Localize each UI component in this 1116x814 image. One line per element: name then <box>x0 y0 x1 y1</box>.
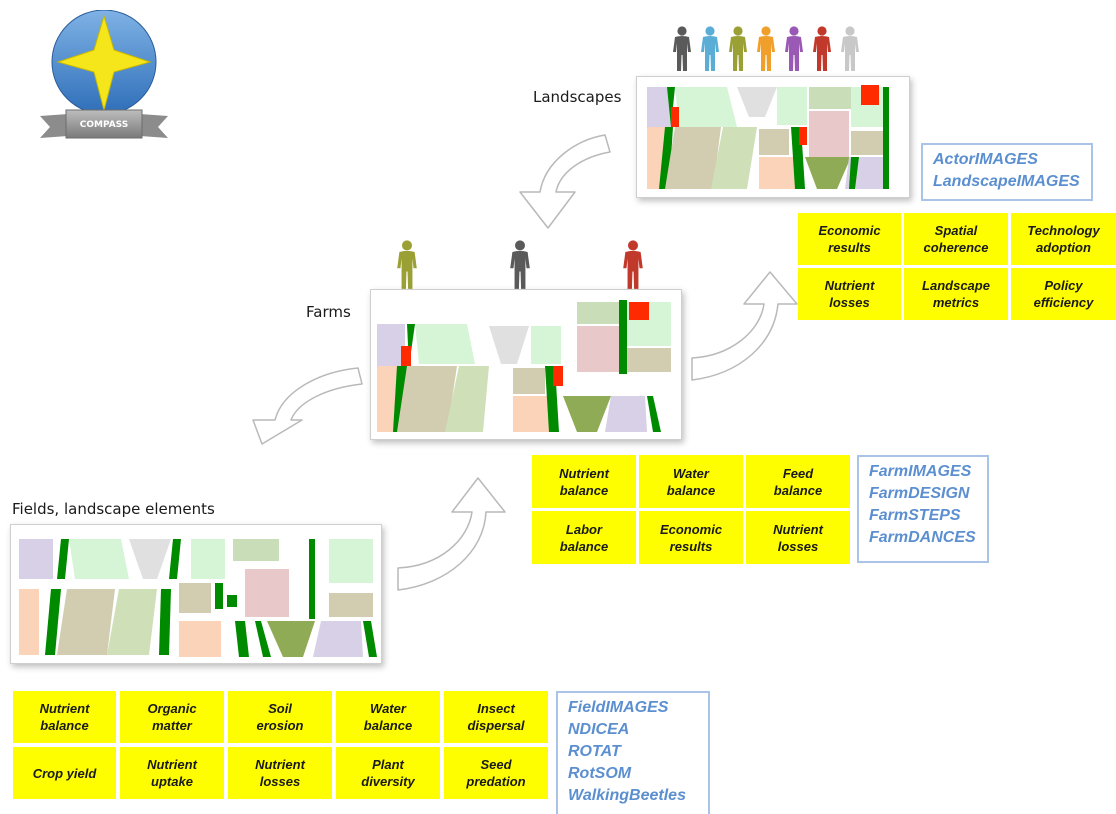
landscape-actor <box>812 26 832 77</box>
indicator-landscape-metrics: Landscape metrics <box>904 268 1008 320</box>
compass-logo: COMPASS <box>38 9 170 152</box>
tool-rotsom: RotSOM <box>568 765 632 782</box>
field-indicators: Nutrient balance Organic matter Soil ero… <box>13 691 548 799</box>
tool-farmdances: FarmDANCES <box>869 529 976 546</box>
scale-label-farms: Farms <box>306 303 351 321</box>
landscape-actor <box>756 26 776 77</box>
person-icon <box>510 240 530 289</box>
indicator-organic-matter: Organic matter <box>120 691 224 743</box>
tool-landscapeimages: LandscapeIMAGES <box>933 173 1080 190</box>
landscape-actors <box>672 26 872 76</box>
person-icon <box>757 26 775 71</box>
indicator-seed-predation: Seed predation <box>444 747 548 799</box>
arrow-landscapes-to-farms <box>519 134 611 229</box>
person-icon <box>785 26 803 71</box>
farm-actor-1 <box>396 240 418 295</box>
farm-actor-2 <box>509 240 531 295</box>
indicator-nutrient-balance: Nutrient balance <box>532 455 636 508</box>
farm-actor-3 <box>622 240 644 295</box>
indicator-labor-balance: Labor balance <box>532 511 636 564</box>
landscape-indicators: Economic results Spatial coherence Techn… <box>798 213 1116 320</box>
person-icon <box>673 26 691 71</box>
indicator-nutrient-balance: Nutrient balance <box>13 691 116 743</box>
scale-label-fields: Fields, landscape elements <box>12 500 215 518</box>
compass-star-icon <box>40 9 168 139</box>
indicator-crop-yield: Crop yield <box>13 747 116 799</box>
tool-rotat: ROTAT <box>568 743 621 760</box>
tool-fieldimages: FieldIMAGES <box>568 699 669 716</box>
indicator-technology-adoption: Technology adoption <box>1011 213 1116 265</box>
landscape-map <box>636 76 910 198</box>
person-icon <box>813 26 831 71</box>
indicator-economic-results: Economic results <box>798 213 901 265</box>
tool-ndicea: NDICEA <box>568 721 630 738</box>
person-icon <box>841 26 859 71</box>
scale-label-landscapes: Landscapes <box>533 88 622 106</box>
farm-indicators: Nutrient balance Water balance Feed bala… <box>532 455 850 564</box>
landscape-actor <box>840 26 860 77</box>
field-tools: FieldIMAGES NDICEA ROTAT RotSOM WalkingB… <box>556 691 710 814</box>
tool-farmsteps: FarmSTEPS <box>869 507 961 524</box>
arrow-farms-to-landscapes <box>691 271 798 381</box>
indicator-economic-results: Economic results <box>639 511 743 564</box>
landscape-tools: ActorIMAGES LandscapeIMAGES <box>921 143 1093 201</box>
person-icon <box>729 26 747 71</box>
tool-farmdesign: FarmDESIGN <box>869 485 970 502</box>
logo-text: COMPASS <box>79 120 129 130</box>
indicator-nutrient-losses: Nutrient losses <box>228 747 332 799</box>
indicator-feed-balance: Feed balance <box>746 455 850 508</box>
indicator-nutrient-losses: Nutrient losses <box>746 511 850 564</box>
indicator-policy-efficiency: Policy efficiency <box>1011 268 1116 320</box>
farm-map <box>370 289 682 440</box>
indicator-soil-erosion: Soil erosion <box>228 691 332 743</box>
indicator-water-balance: Water balance <box>336 691 440 743</box>
indicator-nutrient-losses: Nutrient losses <box>798 268 901 320</box>
indicator-water-balance: Water balance <box>639 455 743 508</box>
person-icon <box>701 26 719 71</box>
tool-farmimages: FarmIMAGES <box>869 463 972 480</box>
person-icon <box>623 240 643 289</box>
landscape-actor <box>784 26 804 77</box>
landscape-actor <box>672 26 692 77</box>
indicator-plant-diversity: Plant diversity <box>336 747 440 799</box>
farm-tools: FarmIMAGES FarmDESIGN FarmSTEPS FarmDANC… <box>857 455 989 563</box>
indicator-spatial-coherence: Spatial coherence <box>904 213 1008 265</box>
fields-map <box>10 524 382 664</box>
landscape-actor <box>728 26 748 77</box>
landscape-actor <box>700 26 720 77</box>
tool-walkingbeetles: WalkingBeetles <box>568 787 686 804</box>
indicator-insect-dispersal: Insect dispersal <box>444 691 548 743</box>
indicator-nutrient-uptake: Nutrient uptake <box>120 747 224 799</box>
tool-actorimages: ActorIMAGES <box>933 151 1038 168</box>
arrow-farms-to-fields <box>252 367 363 445</box>
arrow-fields-to-farms <box>397 477 506 591</box>
person-icon <box>397 240 417 289</box>
